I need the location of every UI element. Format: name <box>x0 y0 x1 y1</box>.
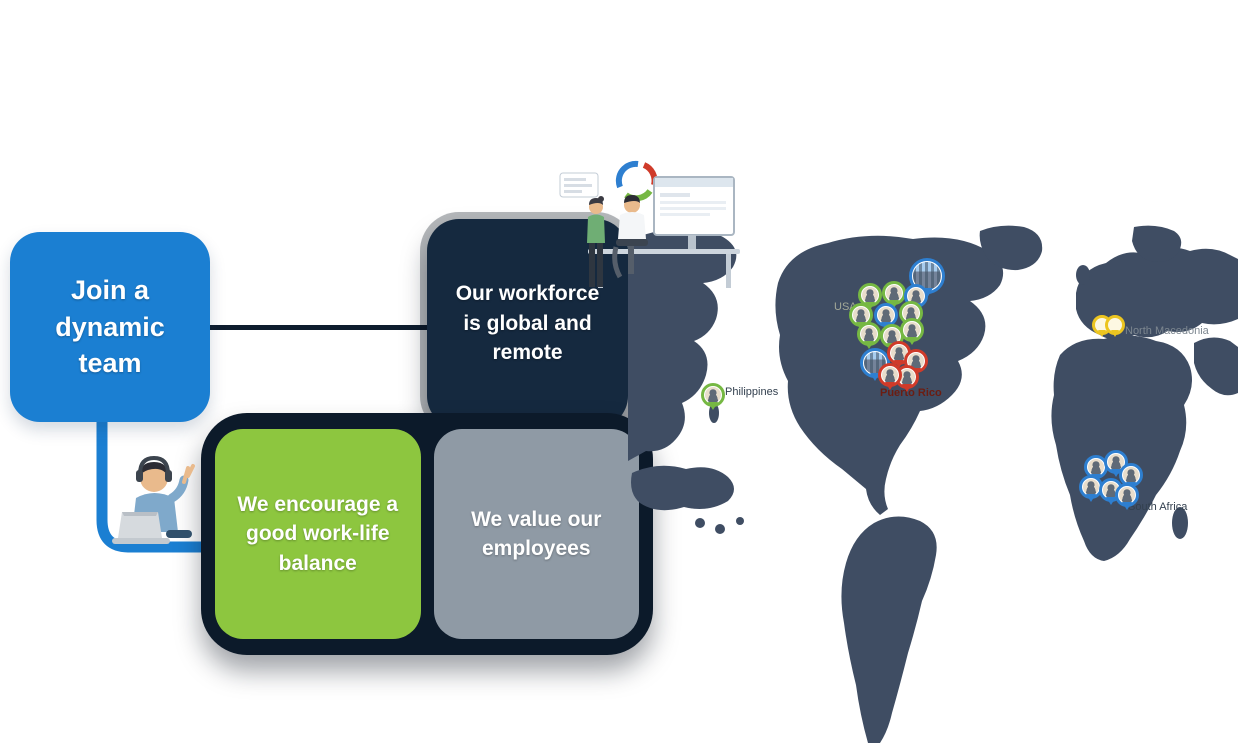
world-map-svg <box>628 225 1238 743</box>
avatar-pin-usa <box>882 281 906 308</box>
card-work-life-balance-label: We encourage a good work-life balance <box>237 492 399 575</box>
remote-worker-illustration <box>112 455 195 544</box>
card-global-workforce-label: Our workforce is global and remote <box>455 282 600 365</box>
raised-hand <box>167 464 195 503</box>
card-value-employees-label: We value our employees <box>471 507 602 560</box>
monitor <box>653 176 735 249</box>
standing-person <box>587 196 605 287</box>
refresh-arrows-icon <box>615 160 658 202</box>
map-label-north-macedonia: North Macedonia <box>1125 325 1209 337</box>
card-join-team: Join a dynamic team <box>10 232 210 422</box>
headphones-icon <box>136 455 172 482</box>
map-label-puerto-rico: Puerto Rico <box>880 387 942 399</box>
workstation-illustration <box>559 160 740 288</box>
avatar-pin-puerto-rico <box>878 363 902 390</box>
head <box>140 462 168 492</box>
avatar-pin-south-africa <box>1115 483 1139 510</box>
avatar-pin-usa <box>900 318 924 345</box>
card-value-employees: We value our employees <box>433 429 639 639</box>
card-work-life-balance: We encourage a good work-life balance <box>215 429 421 639</box>
desk <box>588 249 740 288</box>
world-map: USA Puerto Rico Philippines North Macedo… <box>628 223 1238 743</box>
map-label-philippines: Philippines <box>725 386 779 398</box>
sitting-person <box>612 195 648 279</box>
connector-line-blue <box>96 416 226 553</box>
pin-north-macedonia <box>1105 315 1125 337</box>
avatar-pin-philippines <box>701 383 725 410</box>
avatar-pin-usa <box>857 322 881 349</box>
avatar-pin-usa <box>858 283 882 310</box>
laptop <box>112 512 170 544</box>
connector-line-horizontal <box>208 325 432 330</box>
map-label-south-africa: South Africa <box>1128 501 1188 513</box>
floating-panel <box>559 172 599 198</box>
card-join-team-label: Join a dynamic team <box>55 275 165 379</box>
cards-frame: We encourage a good work-life balance We… <box>201 413 653 655</box>
